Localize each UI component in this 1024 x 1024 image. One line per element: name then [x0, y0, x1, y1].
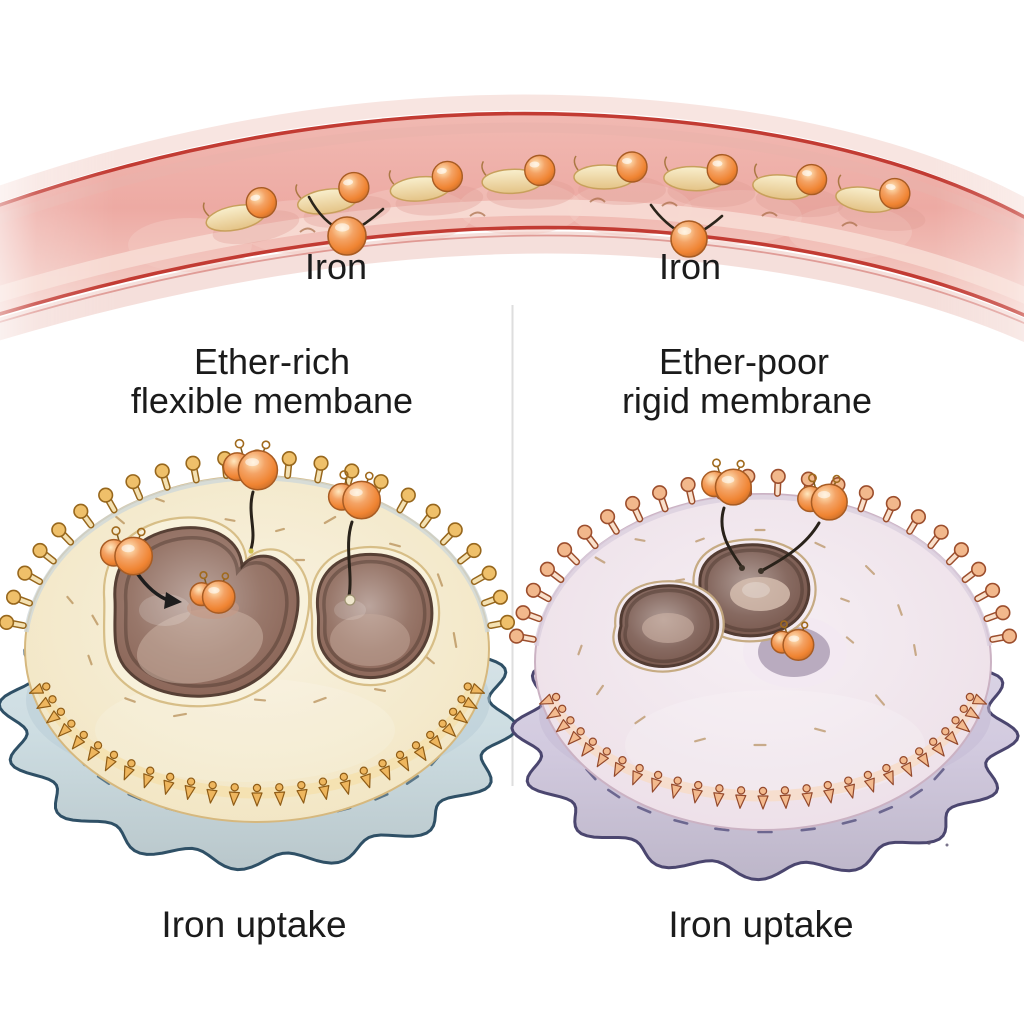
iron-cluster [327, 470, 382, 520]
iron-transferrin-complex [202, 186, 300, 245]
right-caption: Iron uptake [668, 904, 853, 945]
iron-cluster [701, 458, 752, 506]
iron-transferrin-complex [835, 174, 926, 232]
left-panel-title-line1: Ether-rich [194, 341, 350, 382]
iron-transferrin-complex [752, 163, 844, 218]
ether-poor-cell [508, 458, 1020, 882]
vacuole [612, 580, 725, 673]
iron-cluster [99, 526, 154, 576]
ether-rich-cell [0, 438, 519, 872]
membrane-zipper-ring [28, 682, 486, 807]
iron-cluster [770, 620, 815, 661]
membrane-receptor-ring [0, 449, 516, 630]
iron-cluster [797, 473, 848, 521]
right-panel-title-line1: Ether-poor [659, 341, 829, 382]
iron-cluster [222, 438, 279, 491]
vacuole [309, 545, 441, 687]
vacuole [692, 538, 817, 643]
released-iron-particles [307, 195, 724, 258]
iron-label-left: Iron [305, 246, 367, 287]
iron-cluster [189, 570, 236, 614]
iron-label-right: Iron [659, 246, 721, 287]
iron-transferrin-complex [388, 160, 484, 216]
iron-transferrin-complex [573, 151, 666, 205]
left-panel-title-line2: flexible membane [131, 380, 413, 421]
iron-transferrin-complex [481, 154, 575, 209]
iron-transferrin-complex [663, 153, 756, 208]
left-caption: Iron uptake [161, 904, 346, 945]
membrane-zipper-ring [538, 692, 988, 810]
right-panel-title-line2: rigid membrane [622, 380, 872, 421]
blood-vessel [0, 94, 1024, 343]
